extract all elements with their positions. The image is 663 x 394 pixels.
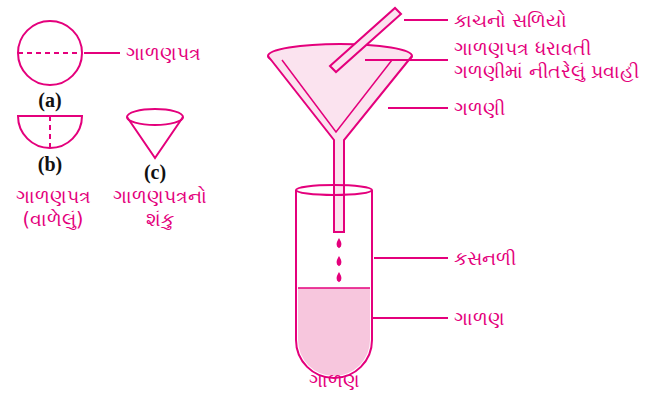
- leader-line: [365, 59, 448, 61]
- part-label: ગાળણ: [454, 307, 505, 330]
- part-label: કસનળી: [454, 247, 516, 270]
- drop: [338, 258, 341, 265]
- figure-caption: ગાળણપત્ર (વાળેલું): [3, 185, 103, 231]
- leader-line: [374, 257, 448, 259]
- figure-tag: (c): [144, 160, 166, 184]
- leader-line: [84, 52, 120, 54]
- part-label: ગળણી: [454, 97, 505, 120]
- filter-paper-circle: [18, 21, 82, 85]
- drop: [338, 274, 341, 281]
- test-tube-mouth: [296, 185, 372, 195]
- part-label: કાચનો સળિયો: [454, 9, 567, 32]
- part-label: ગાળણપત્ર ધરાવતી ગળણીમાં નીતરેલું પ્રવાહી: [454, 37, 659, 83]
- funnel: [268, 56, 412, 232]
- folded-paper: [18, 116, 82, 148]
- test-tube: [296, 190, 372, 378]
- glass-rod: [330, 8, 401, 72]
- fold-line: [18, 52, 82, 54]
- figure-caption: ગાળણપત્રનો શંકુ: [100, 185, 220, 231]
- part-label: ગાળણપત્ર: [126, 42, 201, 65]
- filtrate-liquid: [298, 288, 370, 376]
- figure-tag: (b): [38, 152, 62, 176]
- drop: [338, 240, 341, 247]
- liquid-surface: [298, 287, 370, 289]
- leader-line: [372, 317, 448, 319]
- paper-cone-rim: [127, 109, 183, 125]
- figure-caption: ગાળણ: [309, 369, 360, 392]
- leader-line: [388, 107, 448, 109]
- figure-tag: (a): [38, 88, 61, 112]
- leader-line: [404, 19, 448, 21]
- fold-line: [49, 116, 51, 148]
- paper-cone: [127, 117, 183, 158]
